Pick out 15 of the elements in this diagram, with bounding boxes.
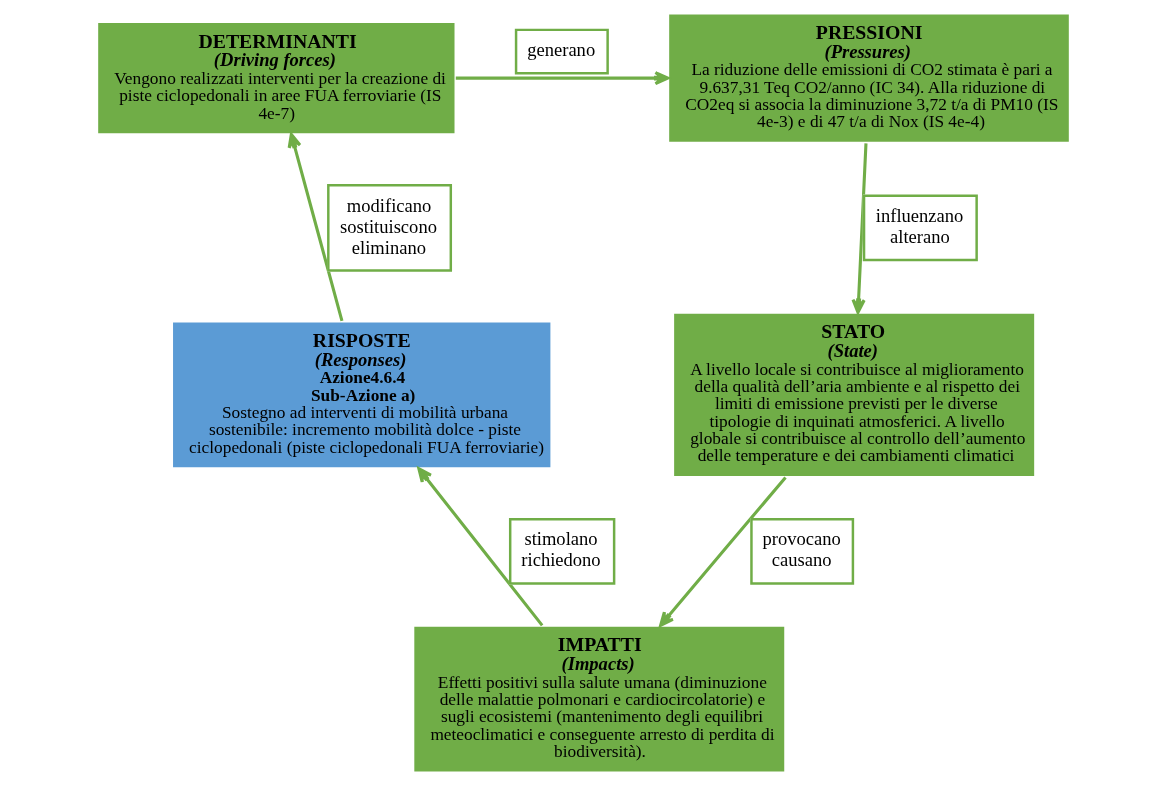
node-box: IMPATTI (Impacts) Effetti positivi sulla salute umana (diminuzione delle malattie polmonari e cardiocircolatorie) e sugli ecosistemi (mantenimento degli equilibri meteoclimatici e conseguente arresto di perdita di biodiversità).: [411, 624, 787, 775]
arrow: [850, 143, 868, 314]
edge-label: generano: [526, 39, 595, 61]
arrow: [658, 476, 787, 627]
edge-label: stimolano richiedono: [520, 528, 601, 571]
node-box: PRESSIONI (Pressures) La riduzione delle emissioni di CO2 stimata è pari a 9.637,31 Teq CO2/anno (IC 34). Alla riduzione di CO2eq si associa la diminuzione 3,72 t/a di PM10 (IS 4e-3) e di 47 t/a di Nox (IS 4e-4): [666, 11, 1071, 145]
edge-label: influenzano alterano: [875, 204, 963, 247]
node-box: DETERMINANTI (Driving forces) Vengono realizzati interventi per la creazione di piste ciclopedonali in aree FUA ferroviarie (IS 4e-7): [95, 20, 457, 136]
arrow: [455, 71, 669, 86]
node-box: STATO (State) A livello locale si contribuisce al miglioramento della qualità dell’aria ambiente e al rispetto dei limiti di emissione previsti per le diverse tipologie di inquinati atmosferici. A livello globale si contribuisce al controllo dell’aumento delle temperature e dei cambiamenti climatici: [671, 311, 1037, 479]
arrow: [287, 132, 343, 322]
node-box: RISPOSTE (Responses) Azione4.6.4 Sub-Azione a) Sostegno ad interventi di mobilità urbana sostenibile: incremento mobilità dolce - piste ciclopedonali (piste ciclopedonali FUA ferroviarie): [170, 320, 553, 470]
arrow: [416, 467, 543, 627]
edge-label: provocano causano: [762, 528, 841, 571]
edge-label: modificano sostituiscono eliminano: [339, 194, 437, 258]
